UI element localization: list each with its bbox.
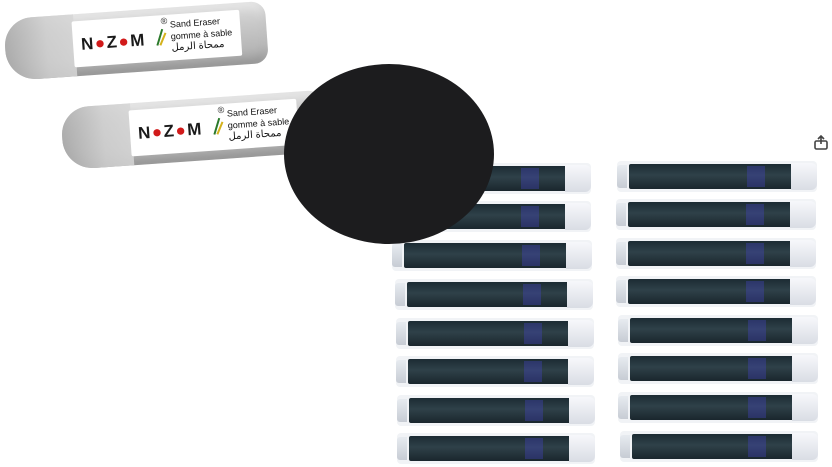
- ink-cartridge: [616, 199, 816, 230]
- ink-cartridge: [618, 392, 818, 423]
- brand-leaf-icon: [213, 117, 224, 135]
- ink-cartridge: [618, 315, 818, 346]
- eraser-text: Sand Eraser gomme à sable ممحاة الرمل: [170, 14, 240, 55]
- ink-cartridge: [616, 238, 816, 269]
- eraser-product-bottom: N●Z●M ® Sand Eraser gomme à sable ممحاة …: [60, 89, 326, 171]
- brand-logo: N●Z●M: [137, 119, 204, 143]
- share-icon[interactable]: [813, 135, 829, 151]
- black-circle-shape: [284, 64, 494, 244]
- eraser-bevel: [60, 103, 135, 171]
- ink-cartridge: [395, 279, 593, 310]
- ink-cartridge: [618, 353, 818, 384]
- brand-logo: N●Z●M: [80, 30, 147, 54]
- ink-cartridge: [620, 431, 818, 462]
- ink-cartridge: [397, 395, 595, 426]
- ink-cartridge: [397, 433, 595, 464]
- brand-leaf-icon: [156, 28, 167, 46]
- ink-cartridge: [396, 318, 594, 349]
- registered-mark: ®: [217, 104, 225, 116]
- eraser-label: N●Z●M ® Sand Eraser gomme à sable ممحاة …: [71, 9, 243, 68]
- ink-cartridge: [617, 161, 817, 192]
- eraser-product-top: N●Z●M ® Sand Eraser gomme à sable ممحاة …: [3, 0, 269, 82]
- registered-mark: ®: [160, 15, 168, 27]
- ink-cartridge: [392, 240, 592, 271]
- eraser-label: N●Z●M ® Sand Eraser gomme à sable ممحاة …: [128, 98, 300, 157]
- ink-cartridge: [396, 356, 594, 387]
- eraser-bevel: [3, 14, 78, 82]
- ink-cartridge: [616, 276, 816, 307]
